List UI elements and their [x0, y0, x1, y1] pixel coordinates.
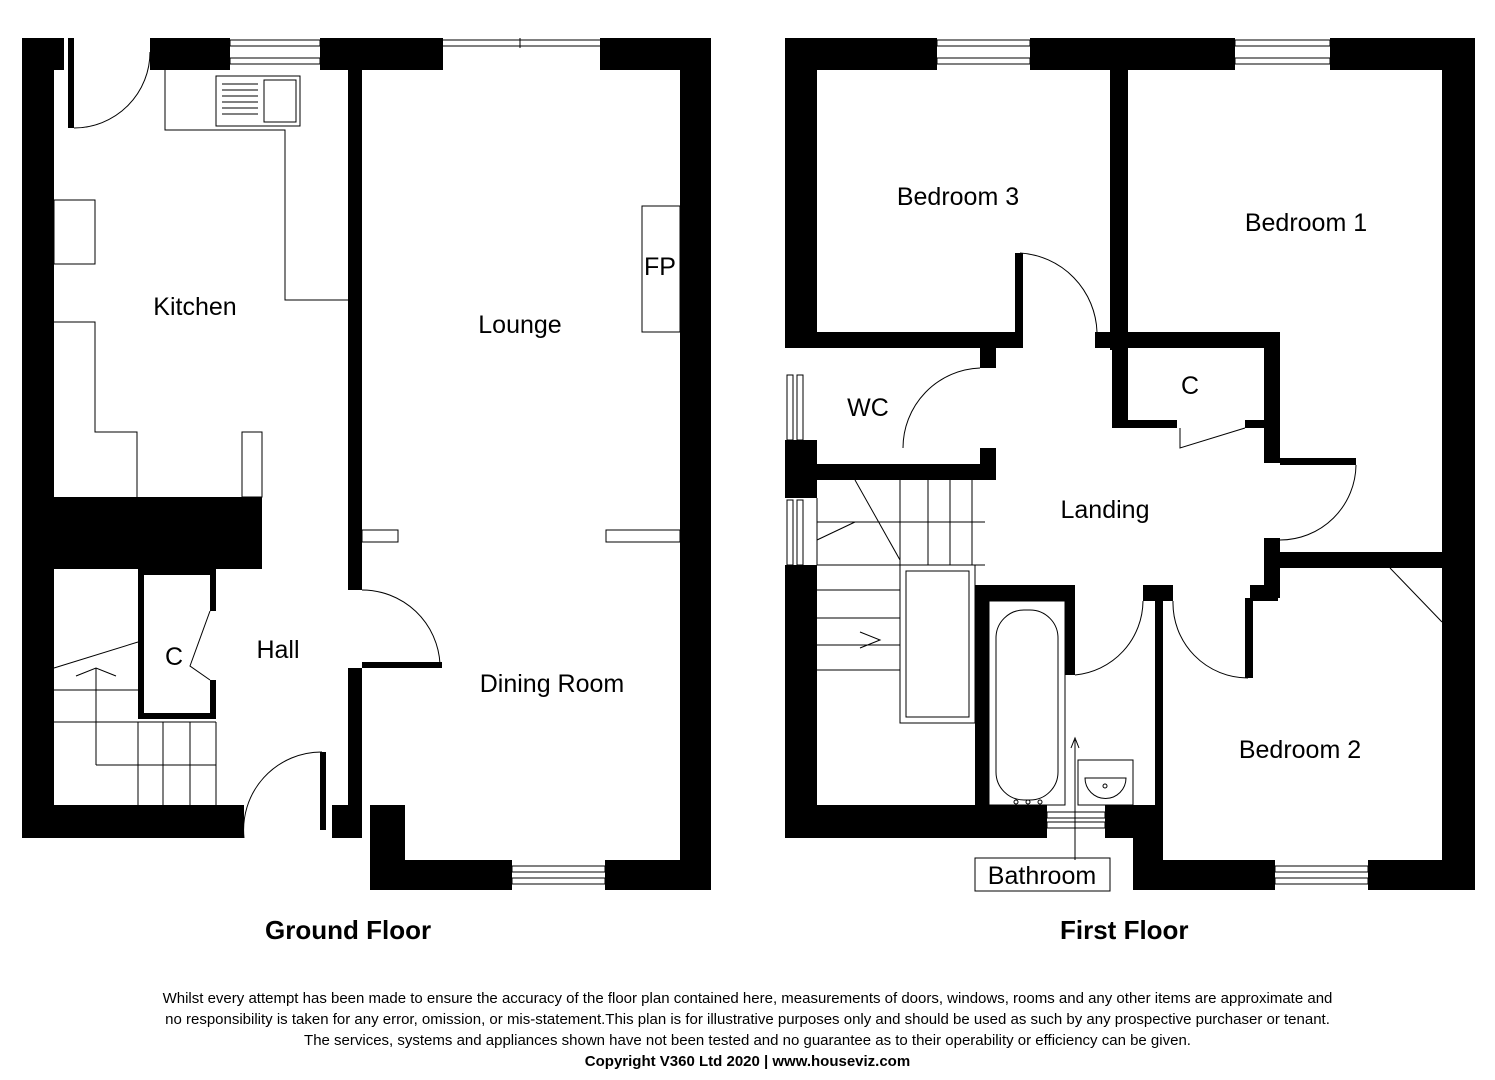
room-label-wc: WC — [847, 394, 889, 422]
first-floor-labels: Bedroom 3 Bedroom 1 WC C Landing Bedroom… — [847, 183, 1367, 890]
room-label-bedroom-2: Bedroom 2 — [1239, 736, 1361, 764]
ground-floor-fixtures — [22, 70, 681, 805]
room-label-landing: Landing — [1061, 496, 1150, 524]
copyright-notice: Copyright V360 Ltd 2020 | www.houseviz.c… — [584, 1053, 911, 1070]
room-label-fireplace: FP — [644, 253, 676, 281]
room-label-dining-room: Dining Room — [480, 670, 625, 698]
room-label-bedroom-3: Bedroom 3 — [897, 183, 1019, 211]
room-label-hall: Hall — [256, 636, 299, 664]
disclaimer-line: Whilst every attempt has been made to en… — [162, 990, 1333, 1007]
ground-floor-plan: Kitchen Lounge FP Hall C Dining Room — [22, 38, 711, 890]
room-label-cupboard: C — [1181, 372, 1199, 400]
room-label-bedroom-1: Bedroom 1 — [1245, 209, 1367, 237]
room-label-kitchen: Kitchen — [153, 293, 236, 321]
ground-floor-labels: Kitchen Lounge FP Hall C Dining Room — [153, 253, 676, 698]
ground-floor-doors — [73, 51, 441, 839]
room-label-lounge: Lounge — [478, 311, 561, 339]
first-floor-fixtures — [816, 479, 1134, 892]
room-label-cupboard: C — [165, 643, 183, 671]
first-floor-plan: Bedroom 3 Bedroom 1 WC C Landing Bedroom… — [785, 38, 1475, 892]
first-floor-title: First Floor — [1060, 915, 1189, 945]
first-floor-windows — [786, 39, 1369, 885]
ground-floor-title: Ground Floor — [265, 915, 432, 945]
disclaimer-line: no responsibility is taken for any error… — [165, 1011, 1330, 1028]
disclaimer-line: The services, systems and appliances sho… — [304, 1032, 1191, 1049]
disclaimer: Whilst every attempt has been made to en… — [20, 988, 1475, 1072]
first-floor-doors — [902, 252, 1443, 679]
first-floor-walls — [785, 38, 1475, 890]
room-label-bathroom: Bathroom — [988, 862, 1096, 890]
ground-floor-windows — [229, 38, 606, 885]
ground-floor-walls — [22, 38, 711, 890]
